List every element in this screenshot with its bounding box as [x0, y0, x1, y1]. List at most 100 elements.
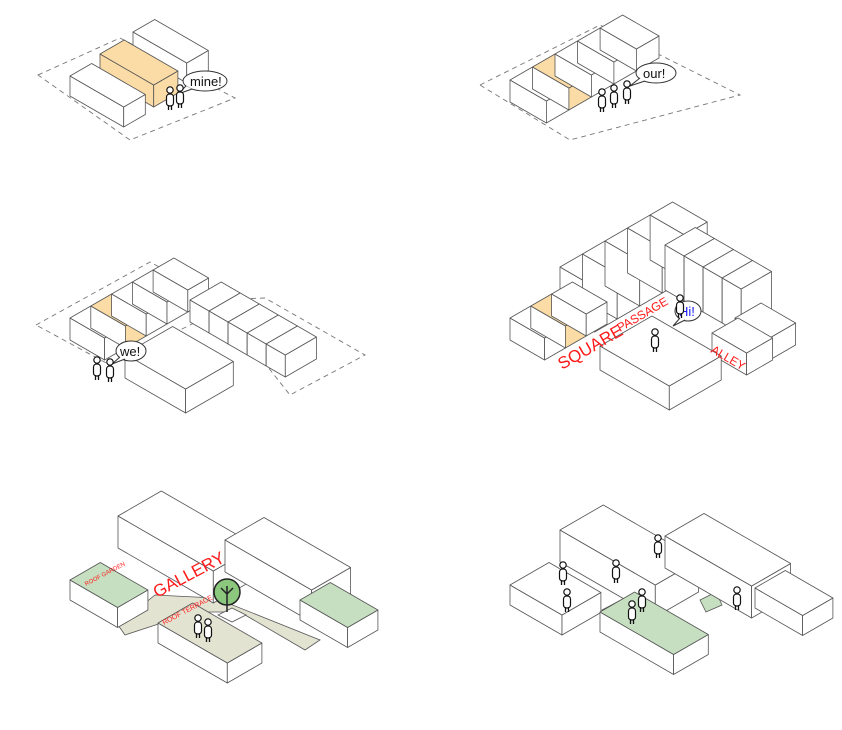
- person-legs: [177, 103, 183, 108]
- person-body: [165, 93, 175, 107]
- building-box: [299, 582, 379, 648]
- box-top-face: [599, 14, 660, 50]
- person-head: [733, 586, 741, 594]
- person-icon: [611, 559, 621, 583]
- box-top-face: [69, 63, 146, 108]
- box-top-face: [299, 582, 379, 628]
- person-icon: [562, 588, 572, 612]
- person-body: [675, 301, 685, 315]
- box-top-face: [551, 281, 608, 315]
- person-body: [92, 363, 102, 377]
- person-icon: [732, 586, 742, 610]
- person-head: [628, 600, 636, 608]
- person-head: [638, 588, 646, 596]
- person-body: [203, 625, 213, 639]
- person-legs: [599, 107, 605, 112]
- person-head: [176, 84, 184, 92]
- person-legs: [611, 103, 617, 108]
- person-body: [622, 87, 632, 101]
- person-legs: [564, 607, 570, 612]
- person-head: [106, 358, 114, 366]
- building-box: [599, 14, 660, 72]
- gallery-path: [117, 594, 321, 651]
- person-icon: [92, 356, 102, 380]
- person-head: [559, 561, 567, 569]
- box-top-face: [69, 562, 149, 608]
- site-boundary: [479, 24, 742, 141]
- person-head: [166, 86, 174, 94]
- bubble-text: mine!: [190, 74, 222, 89]
- box-top-face: [224, 517, 352, 591]
- person-legs: [677, 313, 683, 318]
- person-legs: [639, 607, 645, 612]
- building-box: [509, 562, 602, 636]
- person-body: [562, 595, 572, 609]
- tree-trunk: [220, 586, 234, 612]
- person-head: [563, 588, 571, 596]
- person-body: [637, 595, 647, 609]
- box-top-face: [132, 19, 209, 64]
- person-legs: [107, 377, 113, 382]
- box-top-face: [721, 260, 772, 290]
- person-icon: [175, 84, 185, 108]
- person-body: [105, 365, 115, 379]
- person-icon: [650, 328, 660, 352]
- building-box: [599, 591, 709, 675]
- person-icon: [558, 561, 568, 585]
- bubble-text: our!: [643, 66, 665, 81]
- person-legs: [652, 347, 658, 352]
- person-body: [175, 91, 185, 105]
- person-body: [653, 541, 663, 555]
- box-top-face: [99, 39, 179, 86]
- person-body: [609, 91, 619, 105]
- person-icon: [622, 80, 632, 104]
- person-icon: [105, 358, 115, 382]
- box-top-face: [754, 570, 834, 616]
- bubble-text: we!: [119, 344, 140, 359]
- box-top-face: [711, 317, 773, 354]
- person-head: [612, 559, 620, 567]
- box-top-face: [599, 315, 722, 387]
- person-icon: [193, 614, 203, 638]
- person-head: [598, 88, 606, 96]
- person-icon: [653, 534, 663, 558]
- building-box: [265, 325, 317, 378]
- person-body: [193, 621, 203, 635]
- person-icon: [627, 600, 637, 624]
- building-box: [599, 315, 722, 411]
- bubble-mine: mine!: [177, 70, 228, 95]
- person-head: [194, 614, 202, 622]
- person-legs: [94, 375, 100, 380]
- person-legs: [655, 553, 661, 558]
- person-legs: [560, 580, 566, 585]
- bubble-we: we!: [111, 340, 147, 365]
- person-body: [650, 335, 660, 349]
- person-head: [676, 294, 684, 302]
- building-box: [124, 326, 234, 414]
- box-top-face: [124, 326, 234, 390]
- box-top-face: [599, 591, 709, 655]
- box-top-face: [152, 257, 210, 291]
- person-head: [93, 356, 101, 364]
- person-icon: [597, 88, 607, 112]
- building-box: [69, 63, 146, 128]
- person-head: [204, 618, 212, 626]
- building-masses: [69, 14, 834, 684]
- person-legs: [205, 637, 211, 642]
- person-head: [610, 84, 618, 92]
- person-head: [651, 328, 659, 336]
- box-top-face: [265, 325, 317, 356]
- person-legs: [629, 619, 635, 624]
- person-legs: [624, 99, 630, 104]
- person-head: [654, 534, 662, 542]
- person-body: [732, 593, 742, 607]
- box-top-face: [664, 513, 791, 587]
- person-icon: [203, 618, 213, 642]
- person-legs: [167, 105, 173, 110]
- person-legs: [195, 633, 201, 638]
- building-box: [551, 281, 608, 337]
- people: [92, 80, 742, 642]
- person-legs: [734, 605, 740, 610]
- building-box: [69, 562, 149, 628]
